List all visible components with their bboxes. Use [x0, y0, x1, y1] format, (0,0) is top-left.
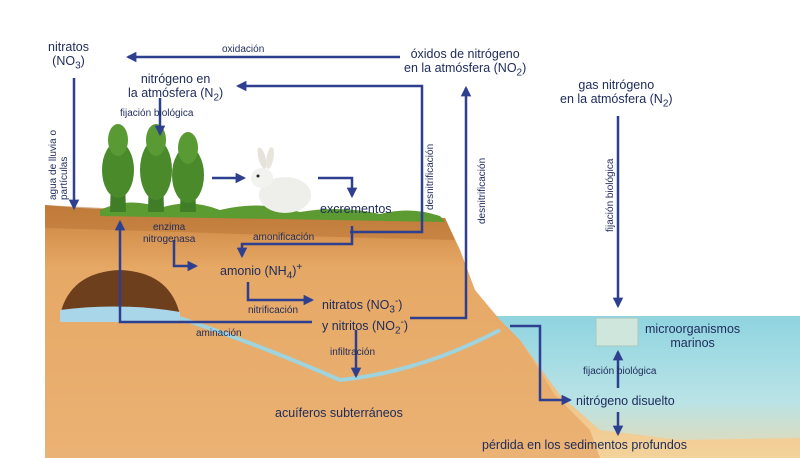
arrow-nitrification — [246, 282, 315, 306]
label-infiltration: infiltración — [330, 347, 376, 358]
nitrites-line: y nitritos (NO2-) — [322, 316, 409, 337]
oxides-line2: en la atmósfera (NO2) — [404, 61, 527, 79]
nitrates-top-line1: nitratos — [48, 40, 89, 54]
enzyme-line1: enzima — [153, 222, 186, 233]
n-gas-line1: gas nitrógeno — [578, 78, 655, 92]
label-dissolved-nitrogen: nitrógeno disuelto — [576, 394, 675, 408]
arrow-enzyme — [172, 240, 199, 272]
label-n-gas: gas nitrógeno en la atmósfera (N2) — [560, 78, 673, 111]
arrow-excrements — [318, 176, 358, 199]
label-excrements: excrementos — [320, 202, 392, 216]
label-nitrates-mid: nitratos (NO3-) y nitritos (NO2-) — [322, 296, 408, 337]
plants — [102, 124, 204, 212]
microorganisms-line2: marinos — [670, 336, 715, 350]
label-ammonification: amonificación — [253, 232, 315, 243]
oxides-line1: óxidos de nitrógeno — [410, 47, 520, 61]
microorganisms-patch — [595, 317, 639, 347]
soil — [45, 205, 600, 458]
arrows — [68, 51, 624, 437]
label-n-atmosphere: nitrógeno en la atmósfera (N2) — [128, 72, 223, 105]
enzyme-line2: nitrogenasa — [143, 234, 196, 245]
arrow-ammonification — [236, 226, 354, 259]
arrow-to-sea — [510, 324, 573, 406]
arrow-denitrification-1 — [235, 80, 424, 234]
arrow-amination — [114, 219, 312, 324]
label-sediment-loss: pérdida en los sedimentos profundos — [482, 438, 687, 452]
label-bio-fixation-sea: fijación biológica — [583, 366, 657, 377]
label-aquifers: acuíferos subterráneos — [275, 406, 403, 420]
n-atm-line2: la atmósfera (N2) — [128, 86, 224, 104]
label-denitrification-1: desnitrificación — [425, 143, 436, 210]
label-oxides: óxidos de nitrógeno en la atmósfera (NO2… — [404, 47, 526, 80]
arrow-denitrification-2 — [410, 85, 472, 320]
microorganisms-line1: microorganismos — [645, 322, 741, 336]
rain-line2: partículas — [59, 156, 70, 200]
n-atm-line1: nitrógeno en — [140, 72, 211, 86]
n-gas-line2: en la atmósfera (N2) — [560, 92, 673, 110]
label-bio-fixation-top: fijación biológica — [120, 108, 194, 119]
label-enzyme: enzima nitrogenasa — [143, 222, 195, 246]
rabbit — [251, 147, 311, 213]
label-nitrates-top: nitratos (NO3) — [48, 40, 89, 73]
label-nitrification: nitrificación — [248, 305, 299, 316]
nitrates-top-line2: (NO3) — [52, 54, 85, 72]
label-denitrification-2: desnitrificación — [477, 157, 488, 224]
label-amination: aminación — [196, 328, 242, 339]
label-ammonium: amonio (NH4)+ — [220, 262, 303, 282]
label-oxidation: oxidación — [222, 44, 265, 55]
label-microorganisms: microorganismos marinos — [645, 322, 740, 350]
aquifer-channel — [179, 316, 501, 383]
label-bio-fixation-vertical: fijación biológica — [605, 158, 616, 232]
rain-line1: agua de lluvia o — [48, 129, 59, 200]
label-rain: agua de lluvia o partículas — [48, 130, 70, 200]
nitrates-mid-line: nitratos (NO3-) — [322, 296, 403, 316]
